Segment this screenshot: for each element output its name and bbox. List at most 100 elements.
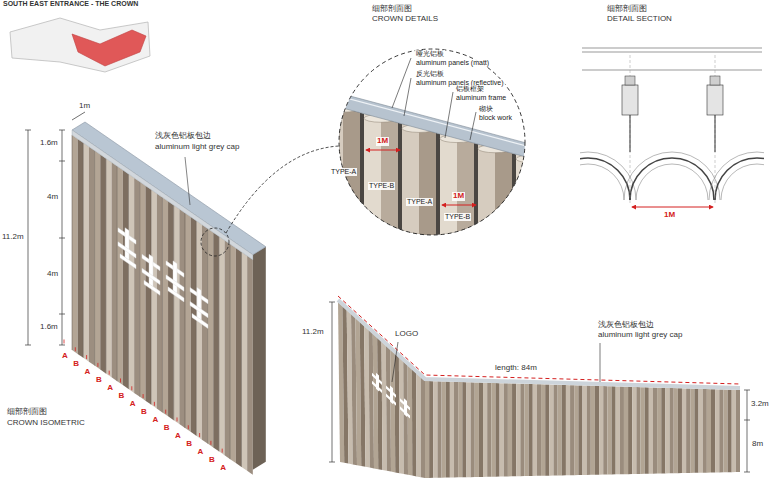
logo-glyph: [173, 261, 177, 294]
fin-shade: [134, 178, 140, 397]
material-label: aluminum panels (matt): [415, 59, 490, 67]
fin-shade: [578, 385, 582, 475]
fin-light: [649, 387, 653, 473]
fin-light: [106, 158, 112, 377]
cap-top: [72, 122, 266, 255]
panel-type-label: TYPE-B: [368, 182, 395, 190]
rib-type-letter: A: [152, 416, 158, 425]
fin-shade: [728, 390, 732, 473]
dimension-tick: [59, 130, 65, 131]
dimension-label: 1m: [79, 102, 90, 111]
fin-shade: [89, 147, 95, 366]
fin-shade: [179, 209, 185, 428]
fin-edge: [185, 213, 186, 428]
dimension-tick: [744, 472, 750, 473]
logo-glyph: [149, 254, 153, 287]
dimension-tick: [329, 462, 335, 463]
dimension-tick: [59, 161, 65, 162]
fin-shade: [112, 162, 118, 381]
rib-marker: [64, 339, 65, 343]
material-label: 哑光铝板: [415, 50, 445, 58]
fin-shade: [537, 384, 541, 476]
fin-shade: [157, 193, 163, 412]
fin-edge: [128, 174, 129, 389]
cap-front: [72, 130, 253, 260]
fin-shade: [471, 382, 475, 477]
fin-light: [665, 388, 669, 474]
rib-type-letter: A: [198, 448, 204, 457]
fin-shade: [395, 353, 400, 473]
fin-light: [399, 357, 404, 474]
dimension-tick: [59, 238, 65, 239]
rib-marker: [75, 347, 76, 351]
arch-panel: [580, 164, 624, 200]
arch-panel: [630, 158, 714, 200]
fin-edge: [83, 143, 84, 358]
dimension-label: 1M: [376, 137, 389, 146]
fin-light: [616, 386, 620, 474]
fin-shade: [145, 186, 151, 405]
rib-marker: [120, 378, 121, 382]
fin-light: [83, 143, 89, 362]
fin-edge: [139, 182, 140, 397]
fin-shade: [504, 383, 508, 476]
fin-shade: [123, 170, 129, 389]
logo-glyph: [372, 381, 382, 393]
dimension-line: [442, 205, 476, 206]
fin-light: [442, 381, 446, 477]
material-label: block work: [478, 114, 513, 122]
panel-top: [516, 155, 550, 163]
rib-type-letter: B: [96, 376, 102, 385]
dimension-line: [28, 130, 29, 345]
fin-shade: [553, 385, 557, 476]
fin-light: [690, 389, 694, 473]
rib-marker: [143, 394, 144, 398]
leader-line: [392, 342, 398, 382]
section-line: [582, 52, 762, 53]
fin-edge: [230, 244, 231, 459]
fin-shade: [454, 382, 458, 478]
dimension-label: 1.6m: [40, 139, 58, 148]
dimension-line: [72, 112, 85, 120]
dimension-label: 8m: [752, 440, 763, 449]
rib-type-letter: A: [175, 432, 181, 441]
view-title: 细部剖面图: [372, 5, 412, 14]
fin-shade: [495, 383, 499, 477]
fin-light: [242, 252, 248, 471]
rib-marker: [86, 355, 87, 359]
fin-shade: [512, 383, 516, 476]
logo-glyph: [168, 287, 184, 302]
panel-type-label: TYPE-A: [406, 198, 433, 206]
cap-line: [338, 300, 740, 388]
fin-shade: [603, 386, 607, 475]
fin-shade: [421, 377, 425, 478]
material-label: 浅灰色铝板包边: [155, 132, 211, 141]
dimension-line: [632, 207, 713, 208]
arch-panel: [580, 152, 636, 200]
material-label: aluminum light grey cap: [155, 143, 239, 152]
fin-light: [607, 386, 611, 474]
fin-shade: [562, 385, 566, 475]
fin-shade: [678, 388, 682, 473]
fin-light: [185, 213, 191, 432]
dimension-label: 1M: [452, 192, 465, 201]
bracket-head: [625, 76, 635, 85]
rib-type-letter: A: [220, 464, 226, 473]
fin-light: [566, 385, 570, 475]
material-label: aluminum light grey cap: [598, 331, 682, 340]
dimension-label: 1.6m: [40, 323, 58, 332]
dimension-label: 4m: [47, 193, 58, 202]
fin-shade: [78, 139, 84, 358]
fin-light: [230, 244, 236, 463]
dimension-line: [366, 150, 400, 151]
fin-edge: [117, 166, 118, 381]
material-label: 浅灰色铝板包边: [598, 321, 654, 330]
fin-light: [541, 384, 545, 475]
fin-light: [533, 384, 537, 476]
fin-shade: [719, 389, 723, 472]
fin-shade: [520, 384, 524, 476]
fin-shade: [645, 387, 649, 474]
dimension-tick: [329, 302, 335, 303]
fin-light: [117, 166, 123, 385]
view-title: 细部剖面图: [7, 408, 47, 417]
